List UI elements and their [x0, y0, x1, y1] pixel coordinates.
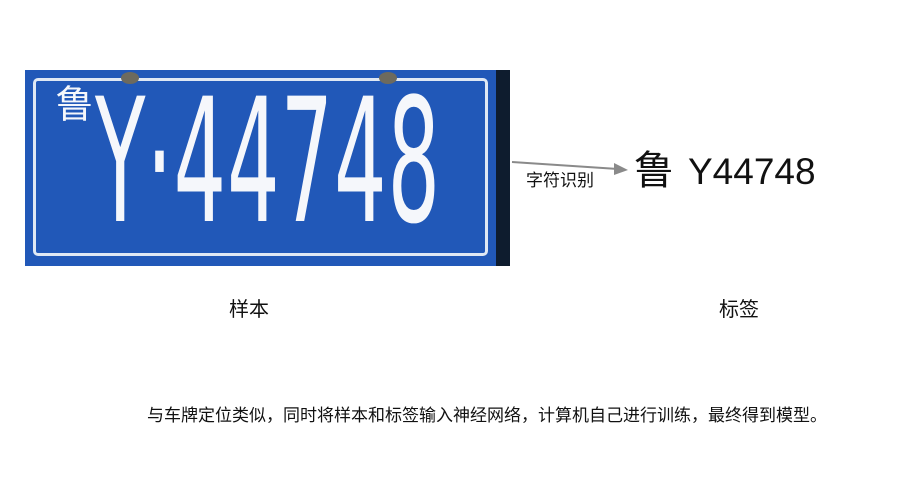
result-province-character: 鲁 [634, 148, 674, 194]
plate-border [33, 78, 488, 256]
plate-province-character: 鲁 [49, 84, 93, 122]
plate-code-text: Y·44748 [95, 70, 442, 262]
arrow-label: 字符识别 [526, 171, 594, 191]
sample-caption: 样本 [229, 297, 269, 321]
plate-dark-edge [496, 70, 510, 266]
label-caption: 标签 [719, 297, 759, 321]
plate-bolt-left [121, 72, 139, 84]
description-text: 与车牌定位类似，同时将样本和标签输入神经网络，计算机自己进行训练，最终得到模型。 [147, 406, 827, 426]
license-plate-sample-image: 鲁 Y·44748 [25, 70, 510, 266]
plate-bolt-right [379, 72, 397, 84]
result-plate-code: Y44748 [688, 151, 816, 192]
arrow-right-icon [511, 161, 628, 175]
